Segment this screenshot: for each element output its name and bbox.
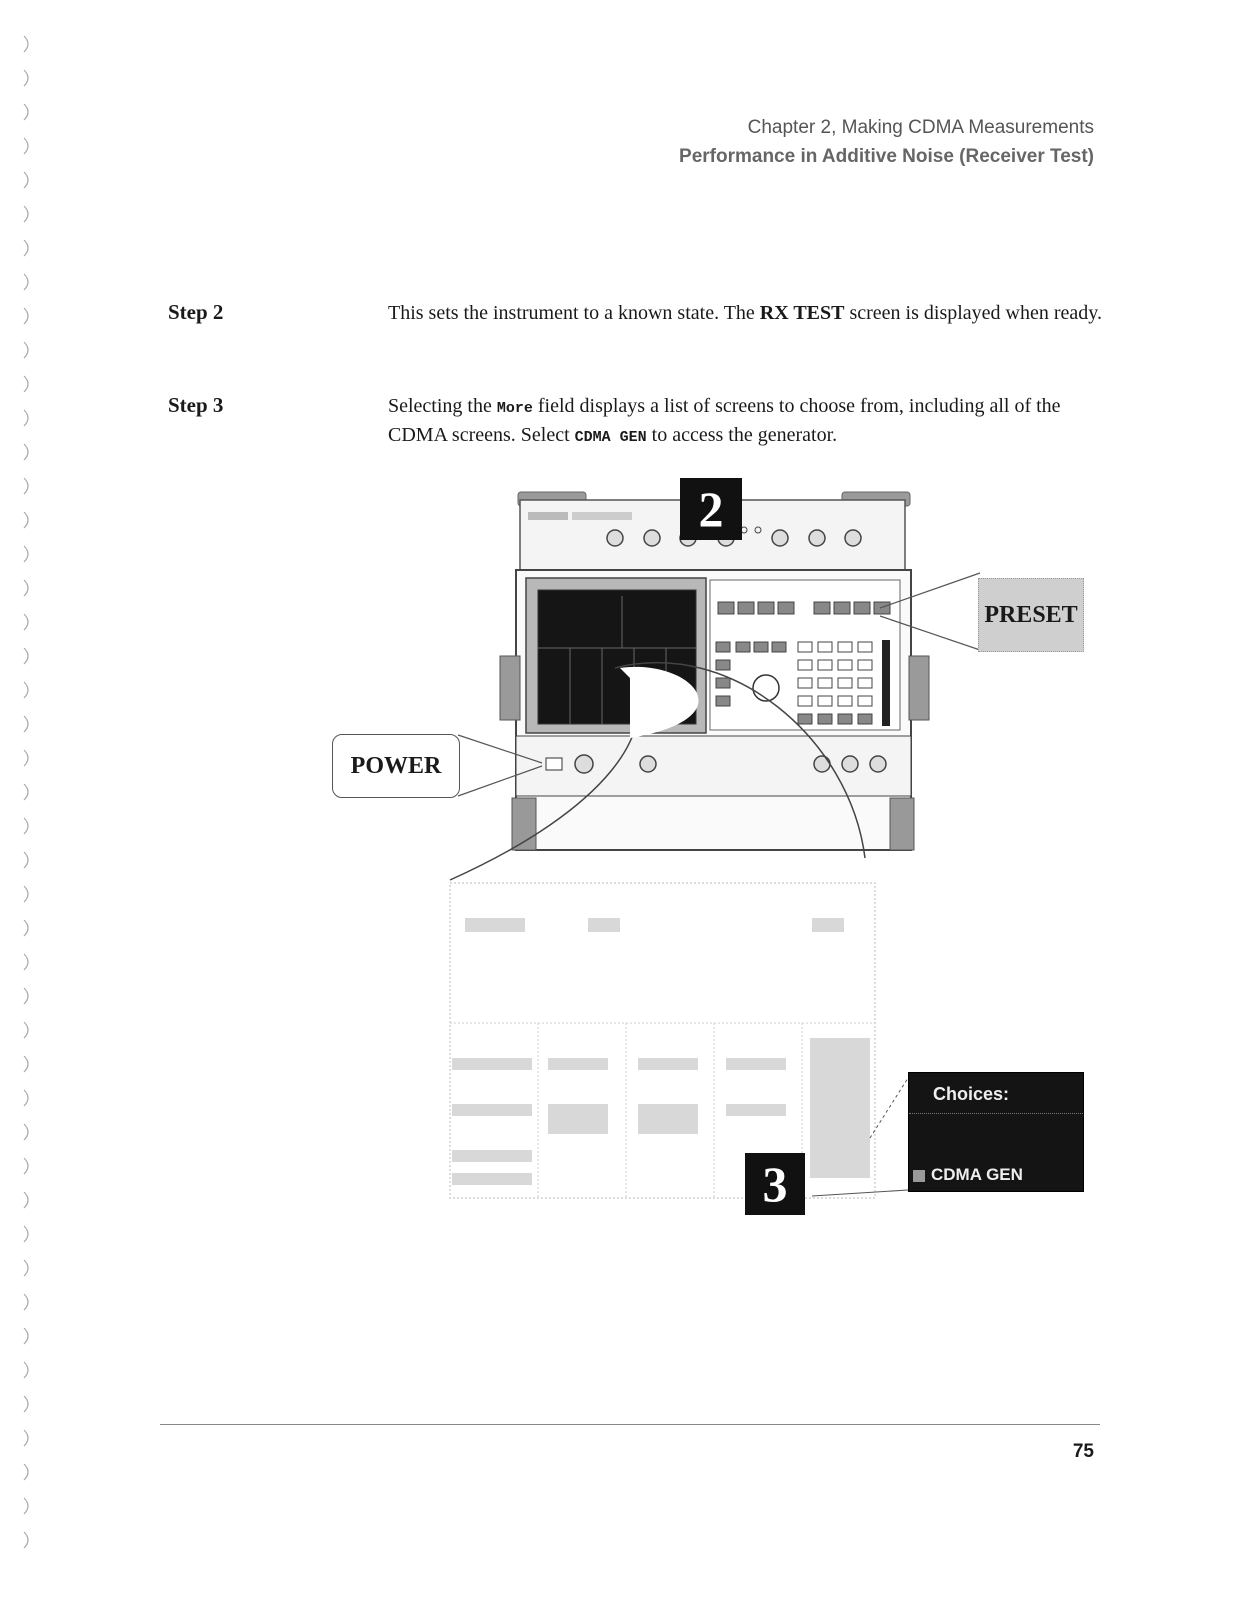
more-field-term: More — [496, 400, 533, 417]
step-2-text-part: screen is displayed when ready. — [844, 302, 1102, 324]
page-number: 75 — [1072, 1441, 1094, 1462]
step-3-text: Selecting the More field displays a list… — [388, 393, 1118, 451]
step-2-text: This sets the instrument to a known stat… — [388, 300, 1118, 326]
step-3-text-part: Selecting the — [388, 395, 497, 417]
power-button-label: POWER — [332, 734, 460, 798]
choices-divider — [909, 1113, 1083, 1114]
preset-button-label: PRESET — [978, 578, 1084, 652]
footer-rule — [160, 1424, 1100, 1425]
step-3-label: Step 3 — [168, 393, 224, 417]
instrument-figure: 2 PRESET POWER 3 Choices: CDMA GEN — [330, 478, 1110, 1248]
callout-number-3: 3 — [745, 1153, 805, 1215]
binder-edge-decoration — [23, 35, 29, 1549]
cdma-gen-term: CDMA GEN — [574, 429, 647, 446]
step-3-text-part: to access the generator. — [646, 424, 838, 446]
running-header-chapter: Chapter 2, Making CDMA Measurements — [747, 117, 1094, 138]
selection-marker-icon — [913, 1169, 925, 1182]
instrument-illustration — [449, 491, 981, 1199]
step-2-label: Step 2 — [168, 300, 224, 324]
callout-number-2: 2 — [680, 478, 742, 540]
choices-title: Choices: — [933, 1084, 1010, 1104]
rx-test-term: RX TEST — [759, 302, 845, 324]
step-3-text-part: field displays a list of screens to choo… — [388, 395, 1061, 446]
choices-popup: Choices: CDMA GEN — [908, 1072, 1084, 1192]
running-header-section: Performance in Additive Noise (Receiver … — [679, 146, 1094, 167]
choices-item-cdma-gen[interactable]: CDMA GEN — [913, 1165, 1023, 1185]
choices-item-label: CDMA GEN — [931, 1165, 1023, 1184]
step-2-text-part: This sets the instrument to a known stat… — [388, 302, 760, 324]
